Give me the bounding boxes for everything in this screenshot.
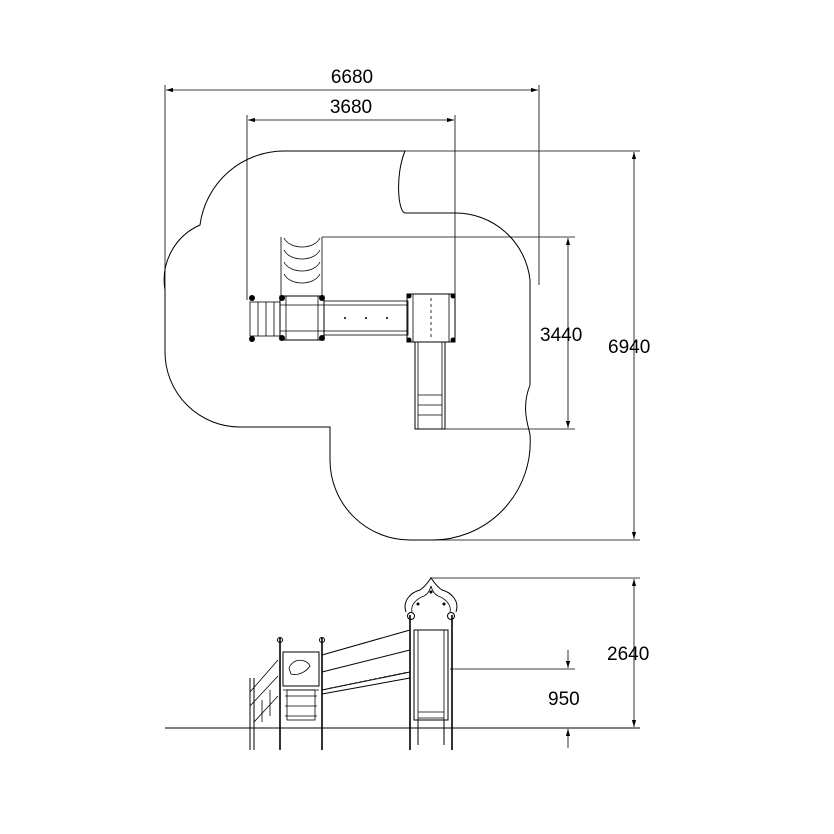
elevation-view: 2640 950 (165, 577, 649, 750)
structure-plan (249, 237, 456, 430)
structure-depth-label: 3440 (540, 325, 582, 346)
structure-width-label: 3680 (330, 97, 372, 118)
plan-view: 6680 3680 3440 6940 (163, 67, 650, 541)
safety-zone-outline (163, 150, 531, 541)
platform-height-label: 950 (548, 689, 580, 710)
overall-width-label: 6680 (331, 67, 373, 88)
total-height-label: 2640 (607, 644, 649, 665)
structure-elevation (249, 577, 458, 750)
overall-depth-label: 6940 (608, 337, 650, 358)
